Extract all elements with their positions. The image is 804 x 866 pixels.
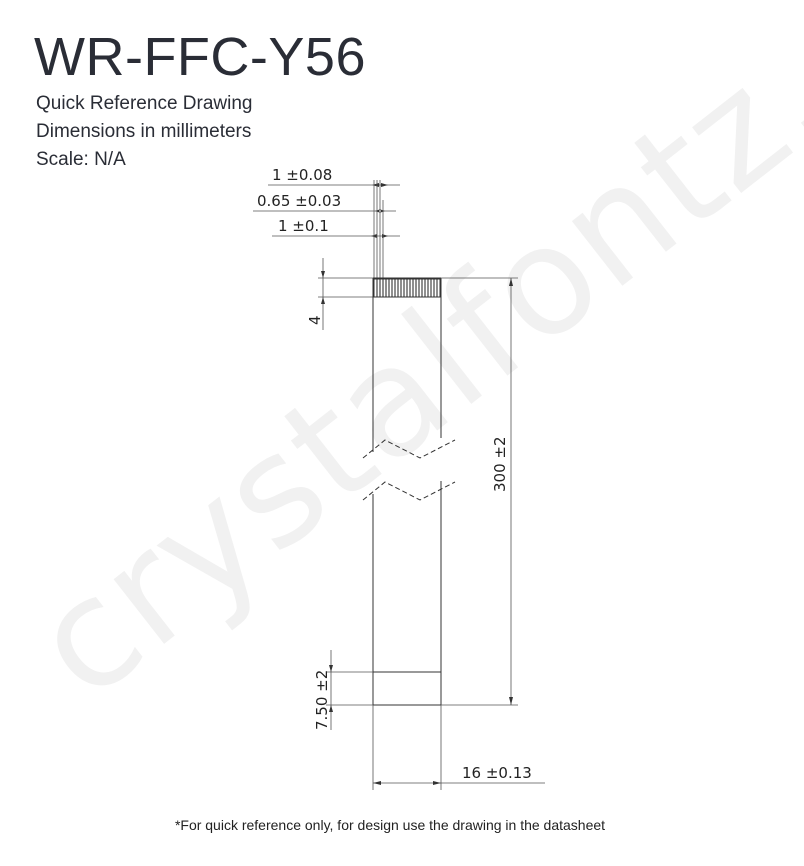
contact-width-dimension: 0.65 ±0.03: [253, 192, 396, 213]
pitch-label: 1 ±0.08: [272, 166, 332, 184]
stiffener-label: 7.50 ±2: [313, 670, 331, 730]
contact-width-label: 0.65 ±0.03: [257, 192, 341, 210]
length-dimension: 300 ±2: [441, 277, 518, 706]
ffc-cable: [362, 277, 456, 706]
drawing-type: Quick Reference Drawing: [36, 93, 253, 114]
part-number-title: WR-FFC-Y56: [34, 27, 366, 87]
scale-note: Scale: N/A: [36, 149, 126, 170]
edge-label: 1 ±0.1: [278, 217, 329, 235]
contact-length-label: 4: [306, 315, 324, 325]
stiffener-dimension: 7.50 ±2: [313, 650, 373, 730]
width-label: 16 ±0.13: [462, 764, 532, 782]
units-note: Dimensions in millimeters: [36, 121, 252, 142]
width-dimension: 16 ±0.13: [372, 705, 545, 790]
footnote: *For quick reference only, for design us…: [174, 817, 606, 833]
length-label: 300 ±2: [491, 436, 509, 492]
contact-pads: [373, 278, 441, 298]
contact-length-dimension: 4: [306, 258, 374, 330]
pitch-dimension: 1 ±0.08: [268, 166, 400, 187]
edge-dimension: 1 ±0.1: [272, 217, 400, 238]
